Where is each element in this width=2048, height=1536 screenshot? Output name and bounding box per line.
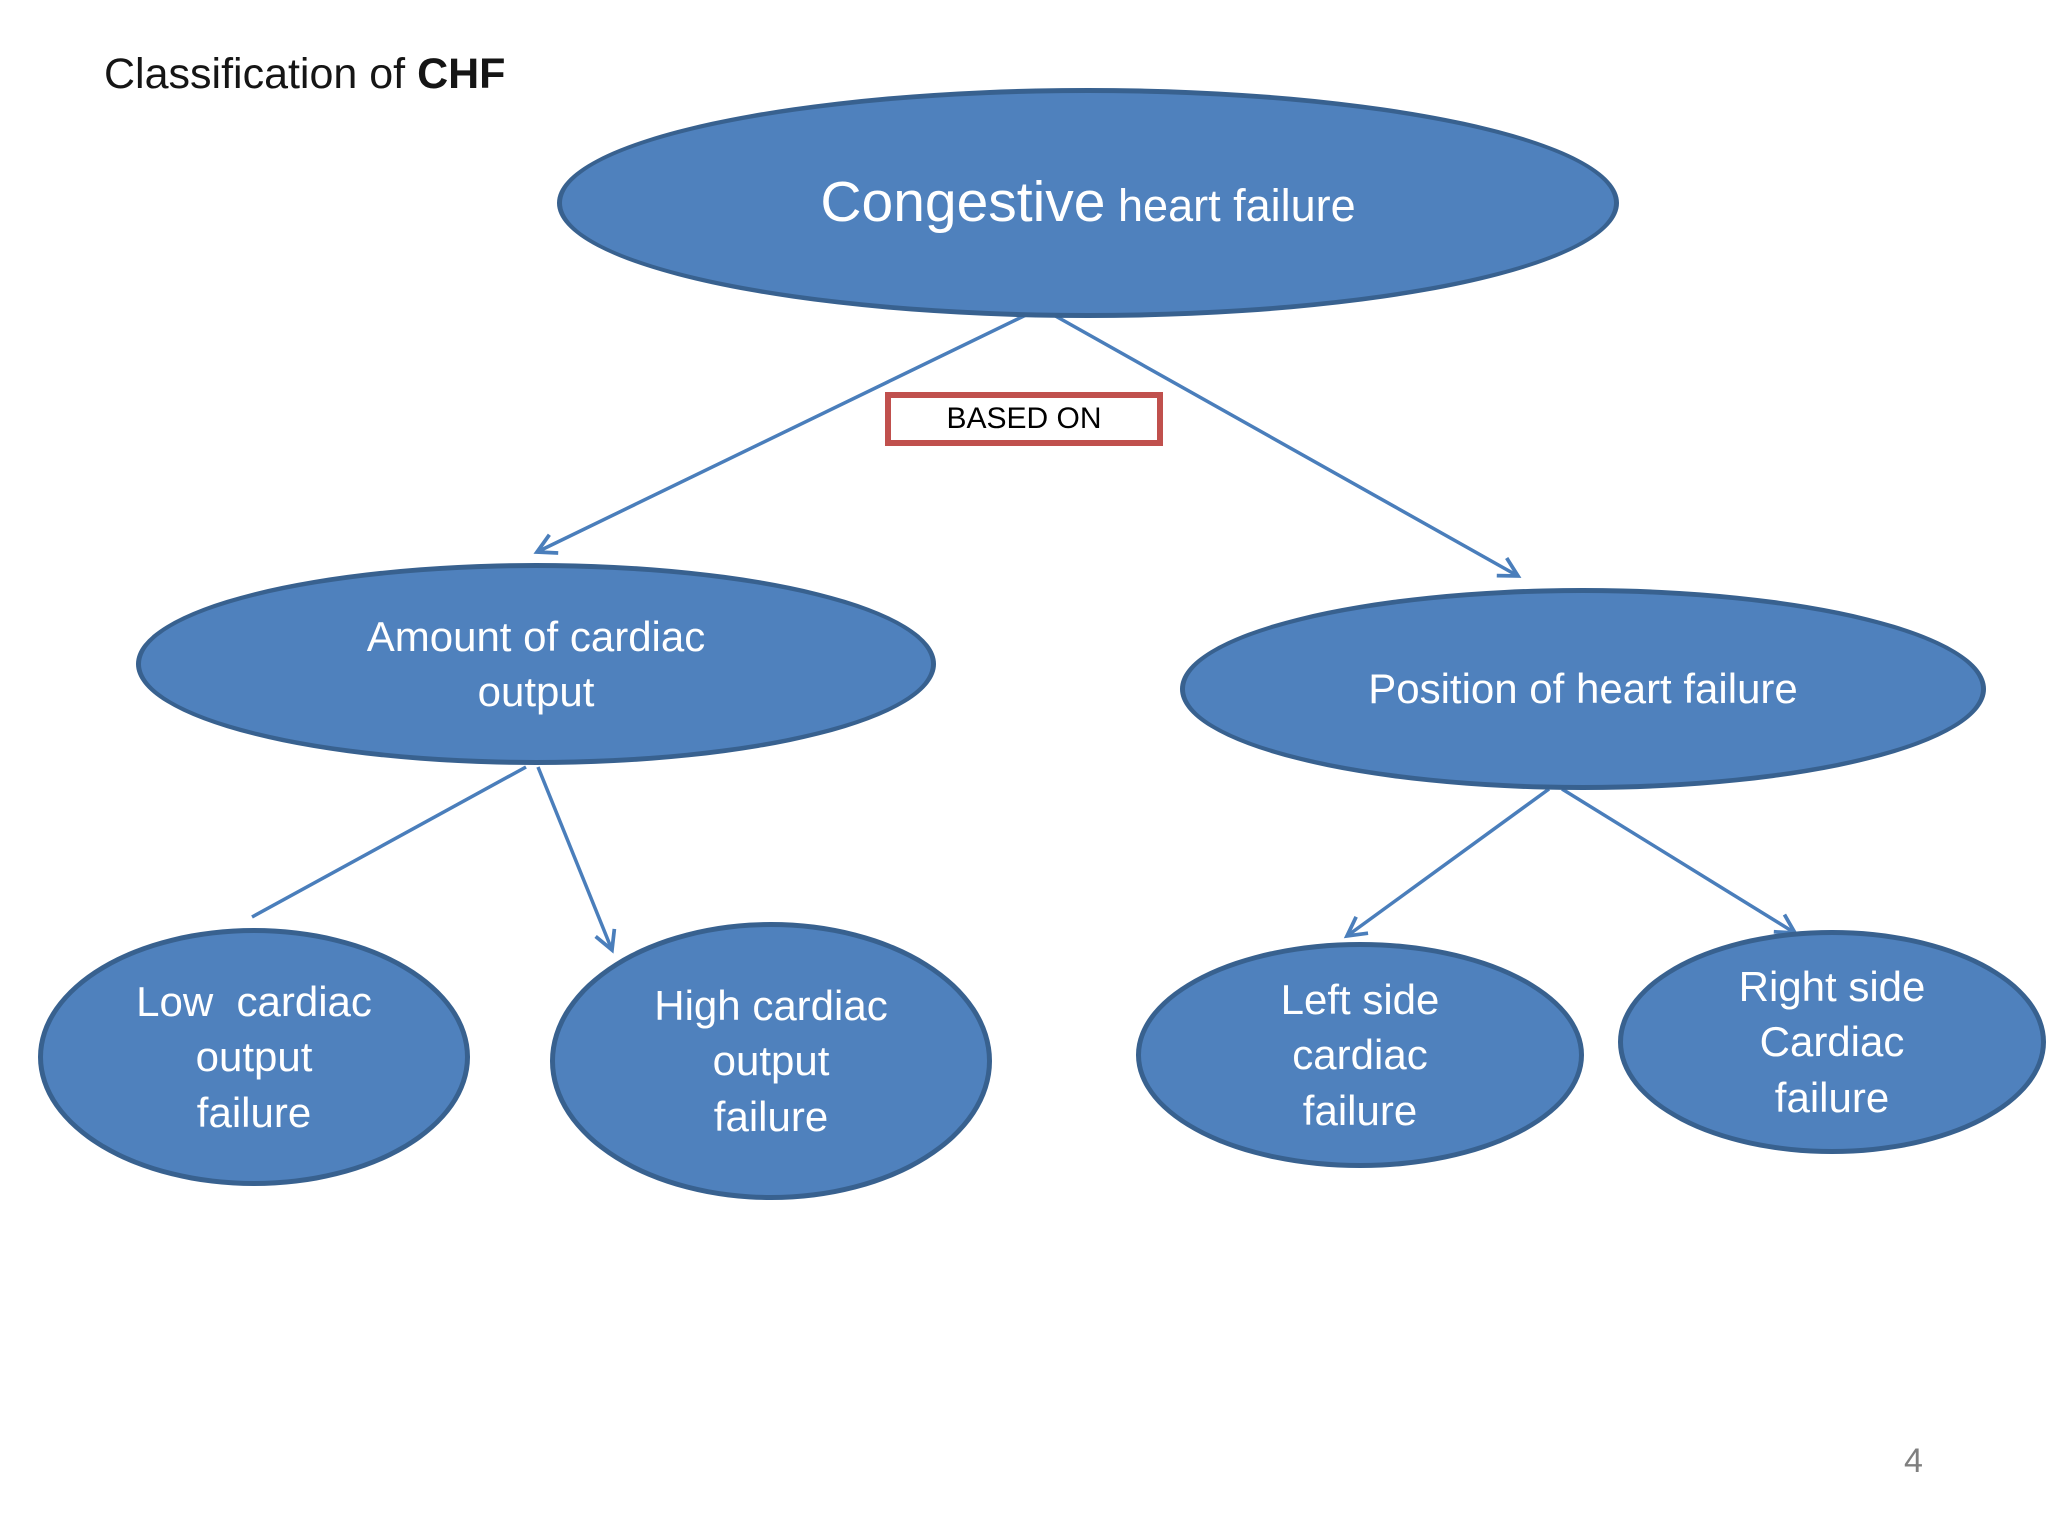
node-label-line: output (712, 1037, 830, 1085)
node-congestive-heart-failure: Congestive heart failure (557, 88, 1619, 318)
node-label-line: Cardiac (1759, 1018, 1905, 1066)
node-right-side-cardiac-failure: Right side Cardiac failure (1618, 930, 2046, 1154)
node-label-line: output (477, 668, 595, 715)
node-label-line: High cardiac (654, 981, 888, 1029)
node-left-side-cardiac-failure: Left side cardiac failure (1136, 942, 1584, 1168)
slide-title: Classification of CHF (104, 50, 505, 99)
root-label-rest: heart failure (1105, 180, 1356, 232)
node-label-line: failure (1302, 1086, 1418, 1134)
connector-root-to-amount (533, 311, 1031, 555)
node-label-line: Low cardiac (136, 977, 372, 1025)
node-label-line: failure (196, 1088, 312, 1136)
node-high-cardiac-output-failure: High cardiac output failure (550, 922, 992, 1200)
node-label-line: Amount of cardiac (366, 612, 706, 660)
page-number: 4 (1904, 1442, 1923, 1480)
based-on-box: BASED ON (885, 392, 1163, 446)
node-label-line: output (195, 1033, 313, 1081)
connector-position-to-left (1343, 787, 1551, 939)
node-label-line: Right side (1738, 962, 1926, 1010)
connector-amount-to-low (251, 765, 527, 919)
slide-title-text: Classification of (104, 50, 418, 98)
node-label-line: failure (713, 1092, 829, 1140)
node-label-line: cardiac (1292, 1031, 1428, 1079)
node-congestive-heart-failure-label: Congestive heart failure (820, 165, 1355, 240)
connector-root-to-position (1042, 307, 1522, 578)
based-on-label: BASED ON (946, 402, 1102, 435)
node-label-line: Left side (1280, 975, 1440, 1023)
connector-position-to-right (1561, 787, 1799, 936)
node-label-line: Position of heart failure (1368, 665, 1798, 713)
node-position-of-heart-failure: Position of heart failure (1180, 588, 1986, 790)
node-low-cardiac-output-failure: Low cardiac output failure (38, 928, 470, 1186)
root-label-emphasis: Congestive (820, 170, 1106, 235)
connector-amount-to-high (536, 766, 617, 954)
node-amount-of-cardiac-output: Amount of cardiac output (136, 563, 936, 765)
slide-title-abbreviation: CHF (417, 50, 506, 98)
node-label-line: failure (1774, 1073, 1890, 1121)
